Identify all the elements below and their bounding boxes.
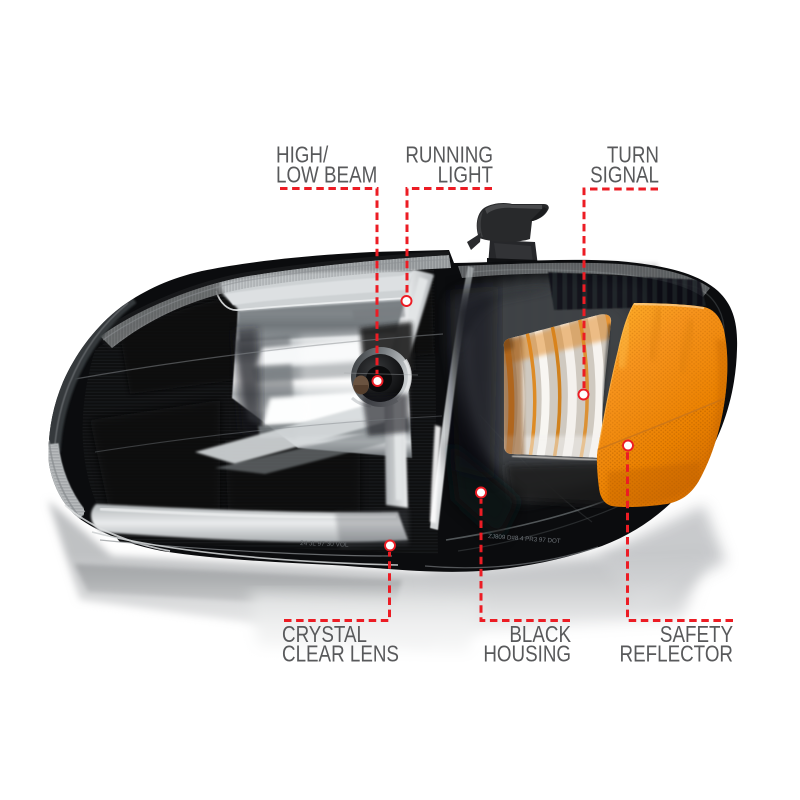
svg-text:RUNNING: RUNNING	[405, 142, 493, 169]
svg-text:LIGHT: LIGHT	[438, 161, 493, 188]
svg-text:HIGH/: HIGH/	[276, 142, 328, 169]
svg-text:HOUSING: HOUSING	[483, 641, 571, 668]
svg-text:TURN: TURN	[607, 142, 659, 169]
svg-text:CLEAR LENS: CLEAR LENS	[282, 641, 399, 668]
svg-text:SIGNAL: SIGNAL	[590, 161, 659, 188]
svg-text:LOW BEAM: LOW BEAM	[276, 161, 377, 188]
svg-text:BLACK: BLACK	[509, 621, 571, 648]
svg-text:24 JL 97 30 VOL: 24 JL 97 30 VOL	[300, 540, 349, 549]
svg-text:SAFETY: SAFETY	[660, 621, 733, 648]
svg-text:REFLECTOR: REFLECTOR	[620, 641, 733, 668]
svg-text:CRYSTAL: CRYSTAL	[282, 621, 367, 648]
